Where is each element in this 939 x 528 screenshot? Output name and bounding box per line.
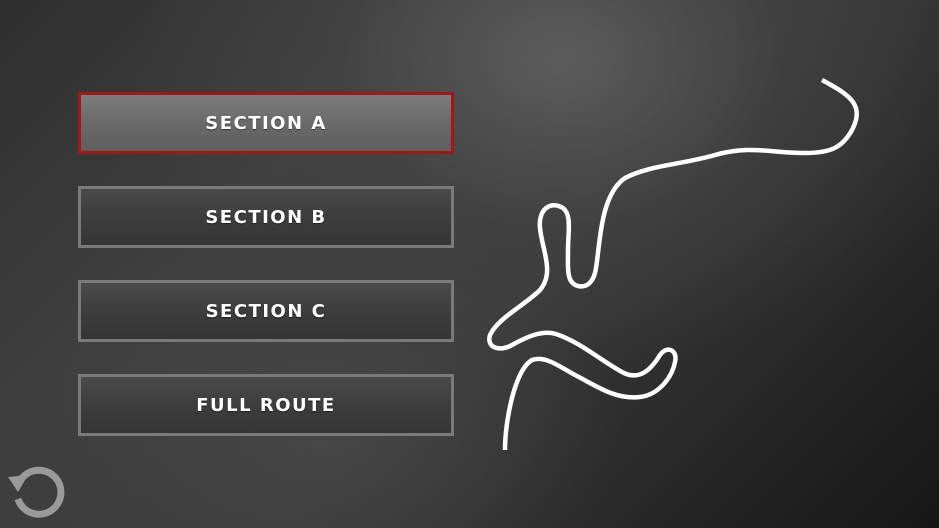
section-c-label: SECTION C xyxy=(205,300,327,322)
section-c-button[interactable]: SECTION C xyxy=(78,280,454,342)
full-route-label: FULL ROUTE xyxy=(196,394,336,416)
section-b-button[interactable]: SECTION B xyxy=(78,186,454,248)
section-b-label: SECTION B xyxy=(205,206,327,228)
track-route-line xyxy=(487,78,859,451)
restart-icon[interactable] xyxy=(6,459,70,523)
full-route-button[interactable]: FULL ROUTE xyxy=(78,374,454,436)
section-a-button[interactable]: SECTION A xyxy=(78,92,454,154)
section-a-label: SECTION A xyxy=(205,112,327,134)
